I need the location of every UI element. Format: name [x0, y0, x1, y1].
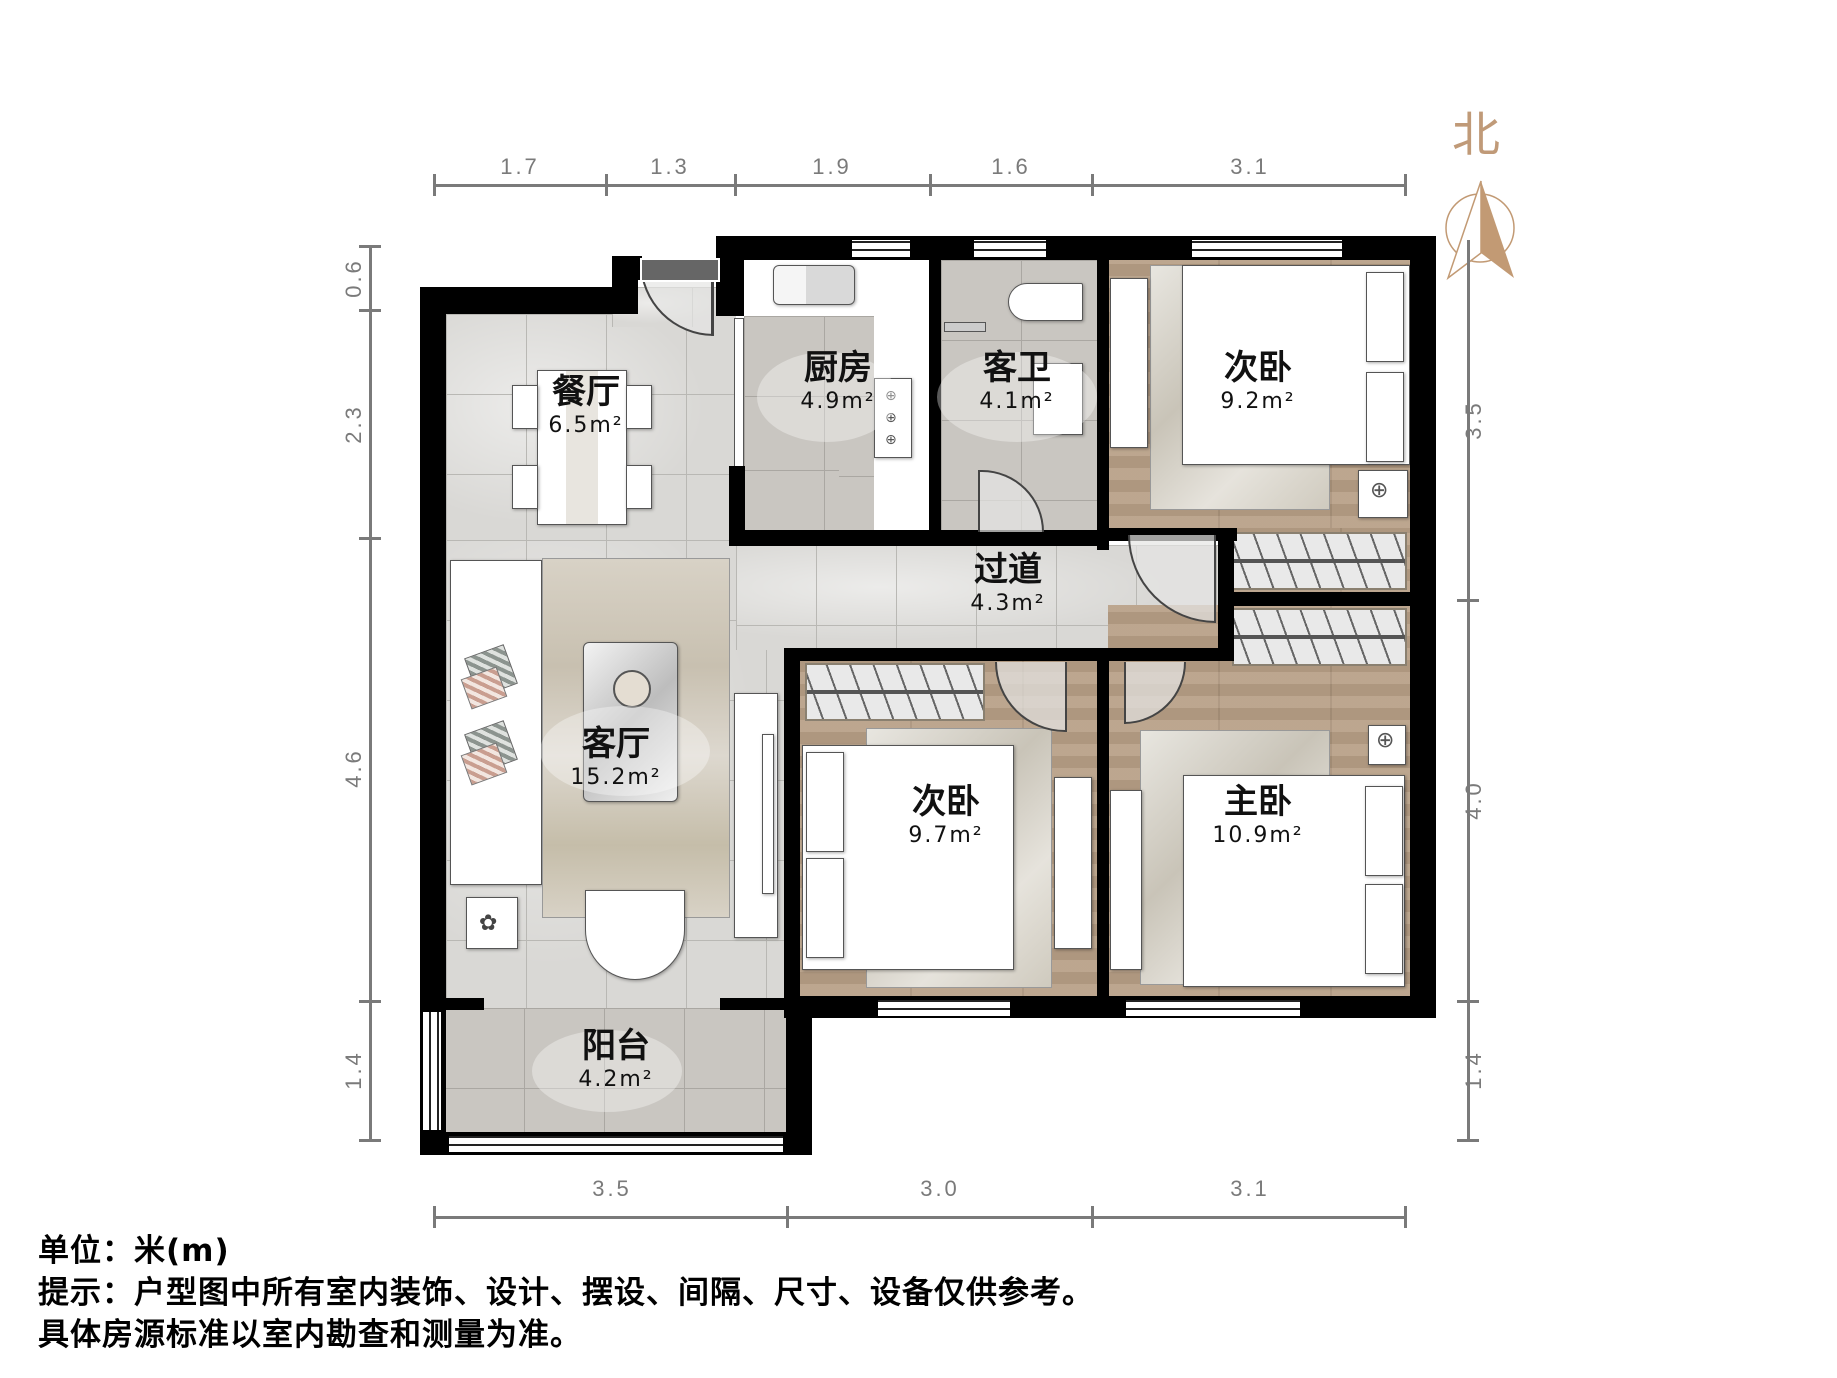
- dim-left-3: 4.6: [341, 748, 366, 788]
- dining-table: [537, 370, 627, 525]
- bedroom-s-tv-cabinet: [1054, 777, 1092, 949]
- dim-right-1: 3.5: [1461, 400, 1486, 440]
- north-label: 北: [1452, 107, 1501, 163]
- pillow: [806, 858, 844, 958]
- bath-window: [972, 238, 1048, 259]
- balcony-side-window: [421, 1010, 443, 1132]
- lamp-icon: ⊕: [1370, 478, 1389, 503]
- standard-note: 具体房源标准以室内勘查和测量为准。: [38, 1317, 582, 1353]
- dim-right-3: 1.4: [1461, 1050, 1486, 1090]
- decor-bowl: [613, 670, 651, 708]
- kitchen-tile-2: [744, 470, 839, 532]
- shower-icon: [944, 322, 986, 332]
- entry-door-frame: [640, 258, 720, 282]
- balcony-window: [447, 1134, 785, 1154]
- master-tv-cabinet: [1110, 790, 1142, 970]
- compass-arrow-icon: [1445, 180, 1515, 281]
- pillow: [1366, 272, 1404, 362]
- dim-left-4: 1.4: [341, 1050, 366, 1090]
- master-window: [1124, 998, 1302, 1018]
- kitchen-sink: [773, 265, 855, 305]
- toilet: [1008, 283, 1083, 321]
- dim-top-1: 1.7: [500, 154, 540, 179]
- disclaimer-note: 提示：户型图中所有室内装饰、设计、摆设、间隔、尺寸、设备仅供参考。: [38, 1275, 1094, 1311]
- dim-right-2: 4.0: [1461, 780, 1486, 820]
- tv: [762, 734, 774, 894]
- dim-left-2: 2.3: [341, 404, 366, 444]
- balcony-floor: [444, 1008, 787, 1138]
- pillow: [806, 752, 844, 852]
- pillow: [1366, 372, 1404, 462]
- flower-icon: ✿: [479, 911, 498, 936]
- bedroom-s-wardrobe: [805, 663, 985, 721]
- footnotes: 单位：米(m) 提示：户型图中所有室内装饰、设计、摆设、间隔、尺寸、设备仅供参考…: [38, 1230, 1094, 1356]
- dining-chair: [626, 465, 652, 509]
- dim-top-4: 1.6: [991, 154, 1031, 179]
- bedroom-s-window: [876, 998, 1012, 1018]
- dim-bottom-1: 3.5: [592, 1176, 632, 1201]
- bedroom-ne-wardrobe: [1232, 532, 1407, 590]
- dim-bottom-3: 3.1: [1230, 1176, 1270, 1201]
- dim-bottom-2: 3.0: [920, 1176, 960, 1201]
- bedside-lamp: [1368, 725, 1406, 765]
- kitchen-window: [850, 238, 912, 259]
- burner-icon: ⊕⊕⊕: [885, 388, 897, 448]
- unit-note: 单位：米(m): [38, 1233, 230, 1269]
- armchair: [585, 890, 685, 980]
- dim-left-1: 0.6: [341, 258, 366, 298]
- lamp-icon: ⊕: [1376, 728, 1395, 753]
- dim-top-2: 1.3: [650, 154, 690, 179]
- pillow: [1365, 884, 1403, 974]
- bedroom-ne-tv-cabinet: [1110, 278, 1148, 448]
- dim-top-5: 3.1: [1230, 154, 1270, 179]
- bedside-lamp: [1358, 470, 1408, 518]
- dining-chair: [626, 385, 652, 429]
- north-compass: 北: [1440, 95, 1520, 295]
- gas-stove: [874, 378, 912, 458]
- dining-chair: [512, 385, 538, 429]
- side-table: [466, 897, 518, 949]
- bath-sink: [1033, 363, 1083, 435]
- kitchen-sliding-door: [734, 318, 744, 470]
- dim-top-3: 1.9: [812, 154, 852, 179]
- bedroom-ne-window: [1190, 238, 1344, 259]
- master-wardrobe: [1232, 608, 1407, 666]
- pillow: [1365, 786, 1403, 876]
- dining-chair: [512, 465, 538, 509]
- coffee-table: [583, 642, 678, 802]
- living-rug: [542, 558, 730, 918]
